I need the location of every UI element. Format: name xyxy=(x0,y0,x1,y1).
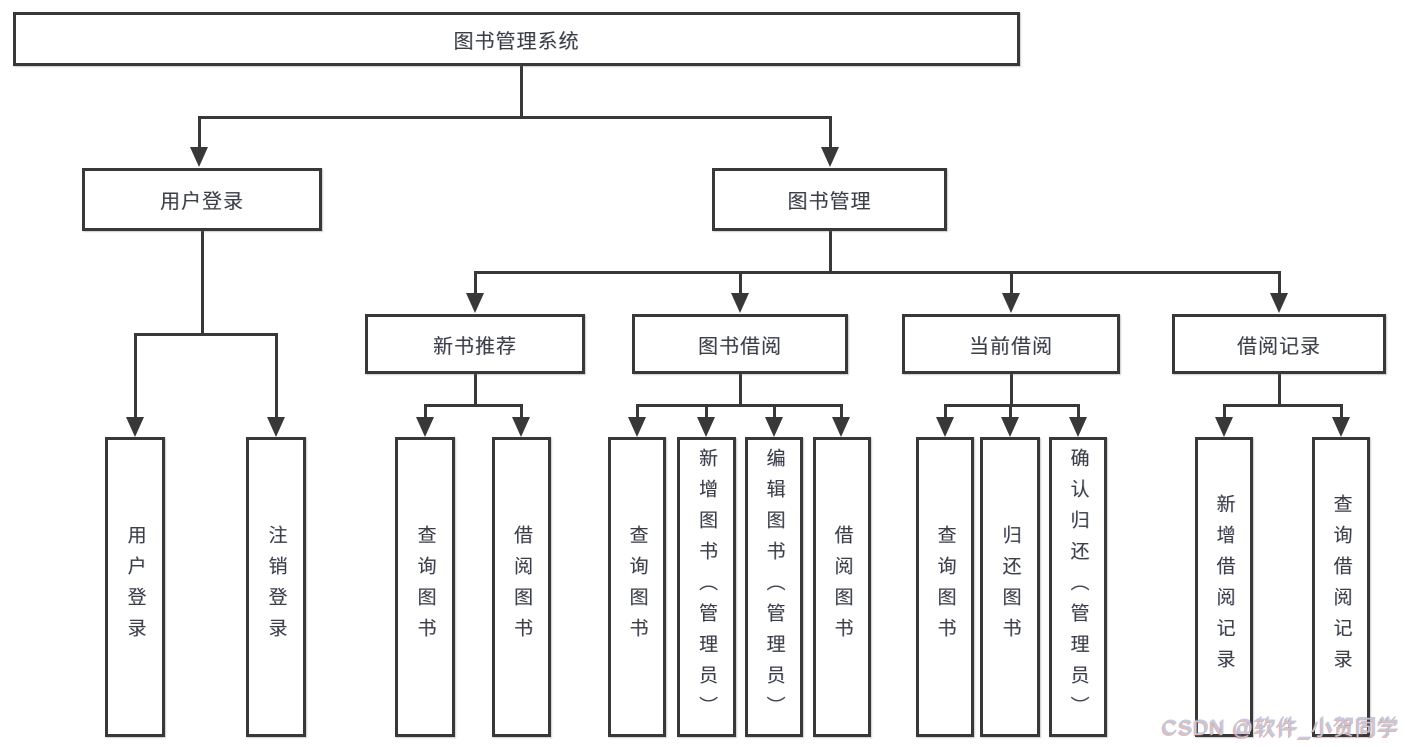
connector-vline xyxy=(636,404,639,420)
connector-hline xyxy=(135,333,278,336)
arrowhead-icon xyxy=(416,417,434,437)
arrowhead-icon xyxy=(190,147,208,167)
connector-vline xyxy=(840,404,843,420)
connector-vline xyxy=(944,404,947,420)
arrowhead-icon xyxy=(731,293,749,313)
node-borrowing-records: 借阅记录 xyxy=(1172,314,1386,374)
connector-vline xyxy=(201,229,204,334)
connector-vline xyxy=(773,404,776,420)
connector-vline xyxy=(739,372,742,406)
connector-hline xyxy=(424,404,523,407)
leaf-logout: 注销登录 xyxy=(246,437,306,737)
leaf-user-login: 用户登录 xyxy=(105,437,165,737)
arrowhead-icon xyxy=(1001,417,1019,437)
connector-vline xyxy=(474,372,477,406)
leaf-label: 归还图书 xyxy=(999,525,1021,649)
arrowhead-icon xyxy=(765,417,783,437)
node-label: 借阅记录 xyxy=(1237,335,1321,358)
node-label: 当前借阅 xyxy=(969,335,1053,358)
leaf-add-book-admin: 新增图书（管理员） xyxy=(677,437,736,737)
arrowhead-icon xyxy=(466,293,484,313)
arrowhead-icon xyxy=(1215,417,1233,437)
leaf-label: 新增借阅记录 xyxy=(1213,494,1235,680)
connector-hline xyxy=(636,404,842,407)
connector-vline xyxy=(474,271,477,296)
connector-vline xyxy=(1077,404,1080,420)
connector-hline xyxy=(474,271,1281,274)
connector-vline xyxy=(1010,372,1013,406)
arrowhead-icon xyxy=(126,417,144,437)
arrowhead-icon xyxy=(628,417,646,437)
leaf-label: 借阅图书 xyxy=(831,525,853,649)
connector-vline xyxy=(1223,404,1226,420)
leaf-label: 查询图书 xyxy=(626,525,648,649)
arrowhead-icon xyxy=(936,417,954,437)
node-user-login: 用户登录 xyxy=(82,168,322,231)
leaf-label: 借阅图书 xyxy=(511,525,532,649)
leaf-label: 用户登录 xyxy=(124,525,146,649)
connector-vline xyxy=(275,333,278,419)
leaf-label: 查询图书 xyxy=(414,525,436,649)
arrowhead-icon xyxy=(1069,417,1087,437)
node-book-management: 图书管理 xyxy=(712,168,947,231)
connector-vline xyxy=(1010,271,1013,296)
connector-hline xyxy=(1223,404,1342,407)
node-label: 图书管理 xyxy=(787,191,872,213)
connector-vline xyxy=(1278,372,1281,406)
connector-vline xyxy=(1278,271,1281,296)
connector-vline xyxy=(829,229,832,273)
connector-vline xyxy=(520,404,523,420)
node-label: 新书推荐 xyxy=(433,335,517,358)
connector-vline xyxy=(134,333,137,419)
leaf-confirm-return-admin: 确认归还（管理员） xyxy=(1049,437,1107,737)
leaf-edit-book-admin: 编辑图书（管理员） xyxy=(745,437,803,737)
node-label: 用户登录 xyxy=(160,191,244,213)
leaf-add-borrow-record: 新增借阅记录 xyxy=(1195,437,1253,737)
node-label: 图书借阅 xyxy=(698,335,782,358)
node-new-book-recommend: 新书推荐 xyxy=(365,314,585,374)
arrowhead-icon xyxy=(1270,293,1288,313)
leaf-query-borrow-record: 查询借阅记录 xyxy=(1312,437,1370,737)
node-label: 图书管理系统 xyxy=(453,30,580,53)
leaf-label: 查询借阅记录 xyxy=(1330,494,1352,680)
connector-vline xyxy=(424,404,427,420)
leaf-query-books-borrowing: 查询图书 xyxy=(608,437,666,737)
connector-vline xyxy=(1340,404,1343,420)
leaf-query-books-current: 查询图书 xyxy=(916,437,974,737)
node-library-management-system: 图书管理系统 xyxy=(13,12,1020,66)
arrowhead-icon xyxy=(1332,417,1350,437)
leaf-label: 查询图书 xyxy=(934,525,956,649)
arrowhead-icon xyxy=(821,147,839,167)
leaf-label: 确认归还（管理员） xyxy=(1067,447,1089,727)
arrowhead-icon xyxy=(697,417,715,437)
leaf-label: 编辑图书（管理员） xyxy=(763,447,785,727)
leaf-label: 注销登录 xyxy=(265,525,287,649)
connector-vline xyxy=(198,116,201,149)
arrowhead-icon xyxy=(832,417,850,437)
node-book-borrowing: 图书借阅 xyxy=(632,314,848,374)
leaf-query-books-recommend: 查询图书 xyxy=(395,437,455,737)
leaf-borrow-books-recommend: 借阅图书 xyxy=(492,437,551,737)
connector-vline xyxy=(739,271,742,296)
arrowhead-icon xyxy=(512,417,530,437)
leaf-return-books: 归还图书 xyxy=(980,437,1040,737)
arrowhead-icon xyxy=(267,417,285,437)
connector-vline xyxy=(705,404,708,420)
connector-vline xyxy=(520,66,523,117)
leaf-borrow-books-borrowing: 借阅图书 xyxy=(813,437,871,737)
watermark: CSDN @软件_小贺同学 xyxy=(1161,717,1399,740)
connector-hline xyxy=(198,116,832,119)
connector-vline xyxy=(829,116,832,149)
connector-vline xyxy=(1009,404,1012,420)
arrowhead-icon xyxy=(1002,293,1020,313)
leaf-label: 新增图书（管理员） xyxy=(696,447,717,727)
node-current-borrowing: 当前借阅 xyxy=(902,314,1120,374)
